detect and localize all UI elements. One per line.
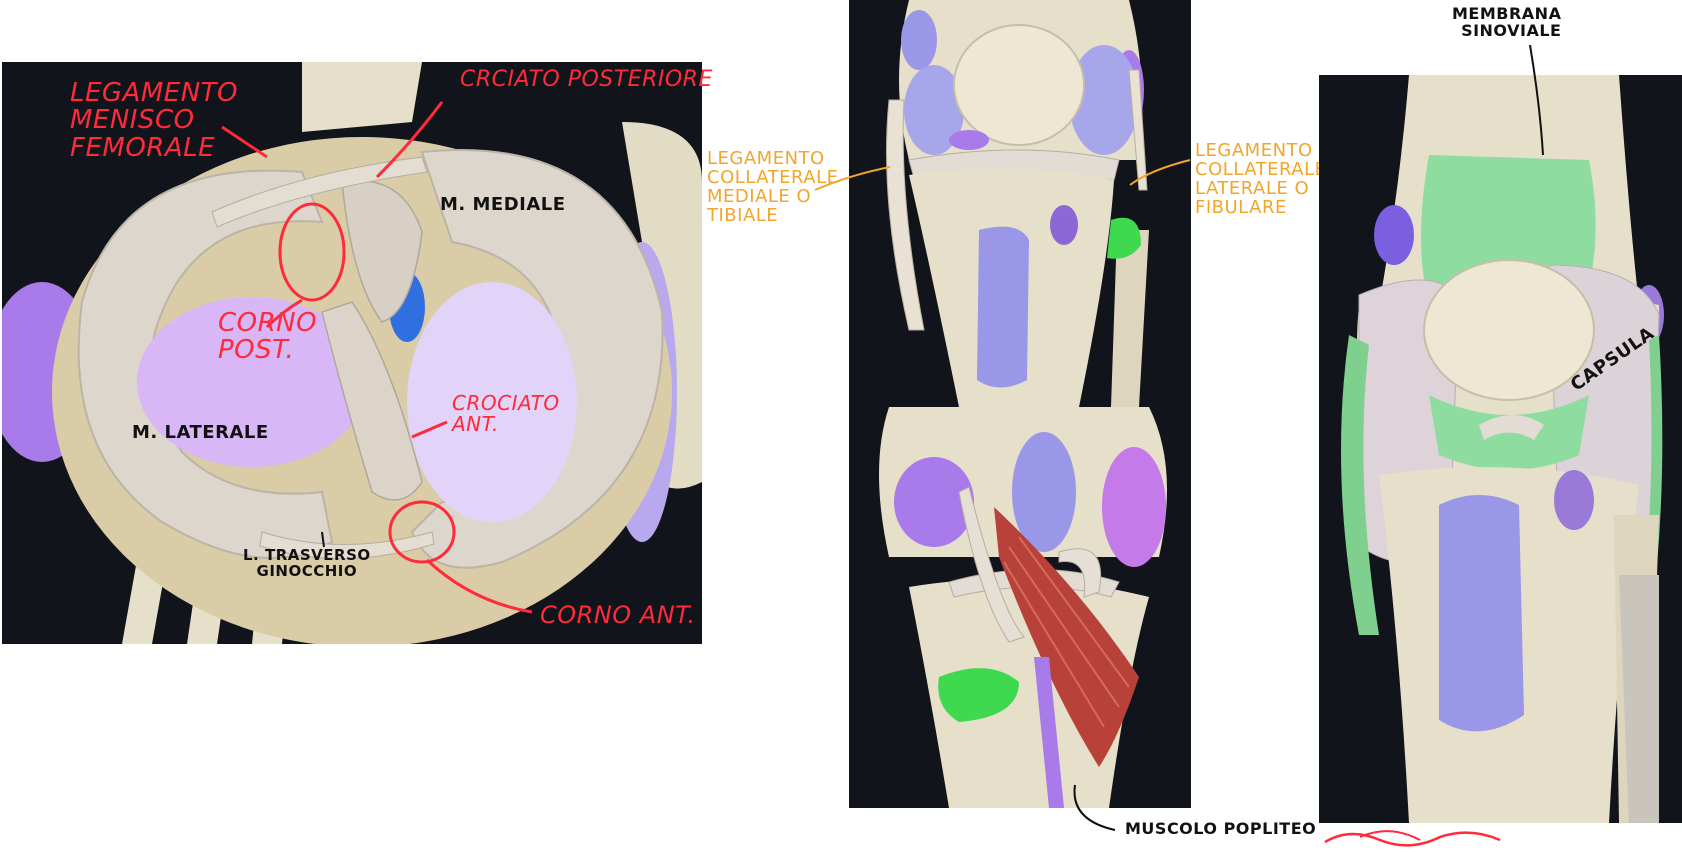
label-l-trasverso: L. TRASVERSO GINOCCHIO: [243, 546, 371, 580]
label-muscolo-popliteo: MUSCOLO POPLITEO: [1125, 819, 1317, 838]
label-legamento-menisco-femorale: LEGAMENTO MENISCO FEMORALE: [70, 78, 239, 163]
red-scribble-mark: [1324, 830, 1501, 847]
label-corno-ant: CORNO ANT.: [540, 601, 696, 629]
popliteo-connector: [1073, 784, 1116, 831]
label-m-laterale: M. LATERALE: [132, 422, 269, 443]
anterior-knee-panel: [849, 0, 1191, 407]
capsule-illustration: [1341, 75, 1664, 823]
label-membrana-sinoviale: MEMBRANA SINOVIALE: [1452, 4, 1562, 40]
anterior-knee-illustration: [886, 0, 1149, 407]
label-crociato-posteriore: CRCIATO POSTERIORE: [460, 67, 713, 92]
label-m-mediale: M. MEDIALE: [440, 194, 566, 215]
label-corno-post: CORNO POST.: [218, 308, 318, 366]
menisci-illustration: [2, 62, 702, 644]
label-lig-collaterale-mediale: LEGAMENTO COLLATERALE MEDIALE o TIBIALE: [707, 148, 839, 226]
menisci-top-view-panel: [2, 62, 702, 644]
membrana-leader-line: [1529, 45, 1544, 156]
posterior-knee-illustration: [879, 407, 1167, 808]
label-lig-collaterale-laterale: LEGAMENTO COLLATERALE LATERALE o FIBULAR…: [1195, 140, 1327, 218]
label-crociato-ant: CROCIATO ANT.: [452, 391, 560, 436]
posterior-knee-panel: [849, 407, 1191, 808]
capsule-view-panel: [1319, 75, 1682, 823]
